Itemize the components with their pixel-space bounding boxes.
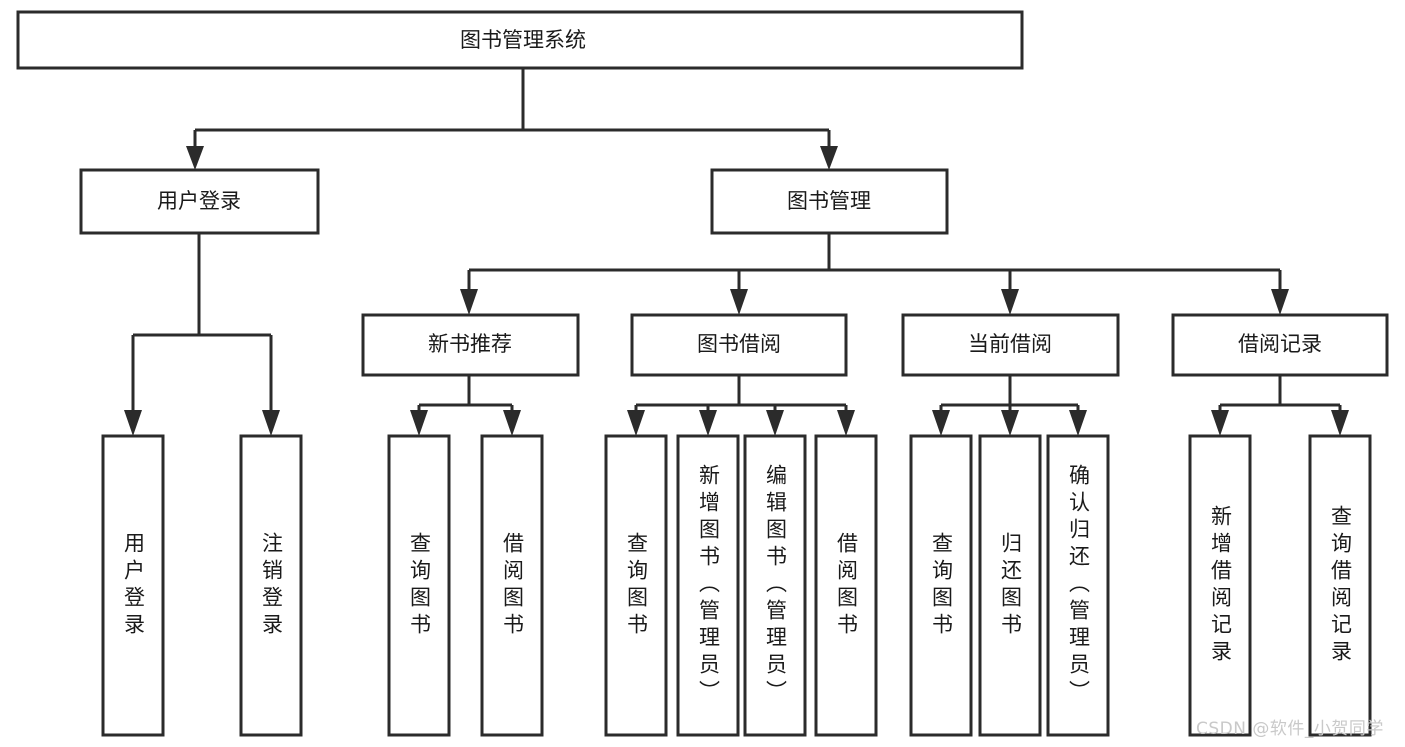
node-user-login[interactable]	[79, 168, 320, 235]
leaf-box-borrow-edit-book[interactable]	[743, 434, 807, 737]
arrow-leaf-borrow-lend	[837, 410, 855, 436]
arrow-leaf-current-query	[932, 410, 950, 436]
node-book-management[interactable]	[710, 168, 949, 235]
leaf-box-borrow-query-book[interactable]	[604, 434, 668, 737]
node-new-book-recommend-label: 新书推荐	[428, 332, 512, 356]
node-current-borrow-label: 当前借阅	[968, 332, 1052, 356]
leaf-box-newbook-borrow-book[interactable]	[480, 434, 544, 737]
arrow-leaf-borrow-add	[699, 410, 717, 436]
arrow-leaf-borrow-edit	[766, 410, 784, 436]
arrow-leaf-user-login	[124, 410, 142, 436]
arrow-to-user-login	[186, 146, 204, 170]
csdn-watermark: CSDN @软件_小贺同学	[1196, 719, 1384, 739]
leaf-box-current-confirm-return[interactable]	[1046, 434, 1110, 737]
node-book-management-label: 图书管理	[787, 189, 871, 213]
leaf-box-newbook-query-book[interactable]	[387, 434, 451, 737]
node-book-borrow[interactable]	[630, 313, 848, 377]
arrow-to-book-borrow	[730, 289, 748, 315]
node-user-login-label: 用户登录	[157, 189, 241, 213]
leaf-box-borrow-add-book[interactable]	[676, 434, 740, 737]
arrow-leaf-record-query	[1331, 410, 1349, 436]
node-layer: 图书管理系统 用户登录 图书管理 新书推荐 图书借阅 当前借阅 借阅记录	[16, 10, 1389, 737]
arrow-leaf-record-add	[1211, 410, 1229, 436]
arrow-leaf-logout	[262, 410, 280, 436]
leaf-box-current-query-book[interactable]	[909, 434, 973, 737]
arrow-leaf-newbook-query	[410, 410, 428, 436]
arrow-to-new-book-rec	[460, 289, 478, 315]
leaf-box-record-query[interactable]	[1308, 434, 1372, 737]
arrow-leaf-newbook-borrow	[503, 410, 521, 436]
node-root-label: 图书管理系统	[460, 28, 586, 52]
leaf-box-record-add[interactable]	[1188, 434, 1252, 737]
node-book-borrow-label: 图书借阅	[697, 332, 781, 356]
arrow-to-book-mgmt	[820, 146, 838, 170]
leaf-box-borrow-lend-book[interactable]	[814, 434, 878, 737]
arrow-to-borrow-record	[1271, 289, 1289, 315]
leaf-box-current-return-book[interactable]	[978, 434, 1042, 737]
node-new-book-recommend[interactable]	[361, 313, 580, 377]
leaf-box-logout[interactable]	[239, 434, 303, 737]
arrow-to-current-borrow	[1001, 289, 1019, 315]
connector-layer	[124, 68, 1349, 436]
arrow-leaf-current-return	[1001, 410, 1019, 436]
leaf-box-user-login[interactable]	[101, 434, 165, 737]
arrow-leaf-borrow-query	[627, 410, 645, 436]
node-root-book-management-system[interactable]	[16, 10, 1024, 70]
node-current-borrow[interactable]	[901, 313, 1120, 377]
arrow-leaf-current-confirm	[1069, 410, 1087, 436]
node-borrow-record-label: 借阅记录	[1238, 332, 1322, 356]
node-borrow-record[interactable]	[1171, 313, 1389, 377]
